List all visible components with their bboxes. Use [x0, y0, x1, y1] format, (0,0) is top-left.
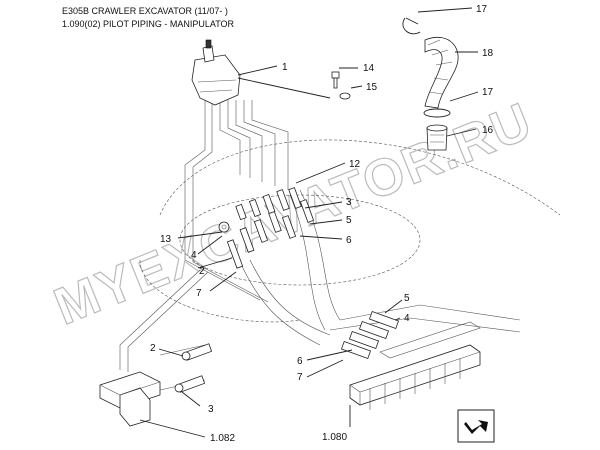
callout-4-lower: 4 [404, 313, 410, 324]
manifold-block [99, 371, 161, 427]
callout-17-top: 17 [476, 4, 488, 15]
watermark: MYEXCAVATOR.RU [47, 92, 541, 337]
pilot-hoses [119, 100, 521, 391]
callout-7-lower: 7 [297, 372, 303, 383]
callout-4-upper: 4 [191, 250, 197, 261]
washer [339, 92, 351, 100]
next-page-arrow-icon[interactable] [457, 409, 495, 443]
callout-6-upper: 6 [346, 235, 352, 246]
fittings-lower-left [174, 343, 213, 393]
callout-15: 15 [366, 82, 378, 93]
callout-2-lower: 2 [150, 343, 156, 354]
callout-3-upper: 3 [346, 197, 352, 208]
clamp-bottom [423, 108, 451, 118]
reference-outline-lower [139, 259, 301, 323]
callout-18: 18 [482, 48, 494, 59]
manipulator-valve [191, 39, 241, 106]
callout-12: 12 [349, 159, 361, 170]
callout-1082: 1.082 [210, 433, 235, 444]
callout-6-lower: 6 [297, 356, 303, 367]
callout-2-upper: 2 [199, 266, 205, 277]
callout-7-upper: 7 [196, 288, 202, 299]
callout-5-lower: 5 [404, 293, 410, 304]
fittings-cluster-lower-right [340, 310, 400, 360]
callout-13: 13 [160, 234, 172, 245]
rubber-boot [424, 37, 459, 109]
callout-14: 14 [363, 63, 375, 74]
bolt [331, 71, 340, 89]
leader-lines [139, 7, 479, 438]
cap [426, 124, 448, 151]
reference-outline [179, 194, 421, 286]
page-title: E305B CRAWLER EXCAVATOR (11/07- ) [62, 6, 228, 16]
callout-3-lower: 3 [208, 404, 214, 415]
fittings-cluster-upper [218, 187, 315, 269]
callout-5-upper: 5 [346, 215, 352, 226]
callout-1: 1 [282, 62, 288, 73]
callout-16: 16 [482, 125, 494, 136]
page-subtitle: 1.090(02) PILOT PIPING - MANIPULATOR [62, 19, 235, 29]
distribution-block [349, 321, 481, 410]
callout-17-bottom: 17 [482, 87, 494, 98]
callout-1080: 1.080 [322, 432, 347, 443]
clamp-top [402, 17, 421, 35]
